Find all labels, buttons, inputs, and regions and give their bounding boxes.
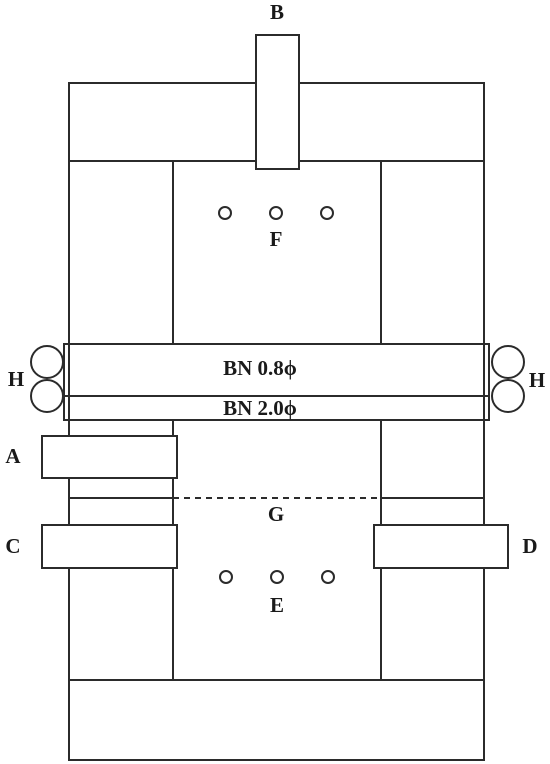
hole-e-1 — [219, 570, 233, 584]
component-c-block — [41, 524, 178, 569]
label-b: B — [270, 0, 284, 24]
bn-band — [63, 343, 490, 421]
label-d: D — [522, 534, 537, 558]
roller-h-right-bottom — [491, 379, 525, 413]
roller-h-left-bottom — [30, 379, 64, 413]
label-e: E — [270, 593, 284, 617]
roller-h-left-top — [30, 345, 64, 379]
label-g: G — [268, 502, 284, 526]
label-h-left: H — [8, 367, 24, 391]
bn-lower-layer-label: BN 2.0ϕ — [223, 396, 297, 420]
bn-upper-layer-label: BN 0.8ϕ — [223, 356, 297, 380]
hole-f-3 — [320, 206, 334, 220]
component-b-rod — [255, 34, 300, 170]
label-a: A — [5, 444, 21, 468]
roller-h-right-top — [491, 345, 525, 379]
label-f: F — [270, 227, 283, 251]
hole-f-1 — [218, 206, 232, 220]
component-d-block — [373, 524, 509, 569]
outer-frame — [68, 82, 485, 761]
hole-e-3 — [321, 570, 335, 584]
hole-e-2 — [270, 570, 284, 584]
component-a-block — [41, 435, 178, 479]
label-h-right: H — [529, 368, 545, 392]
label-c: C — [5, 534, 20, 558]
hole-f-2 — [269, 206, 283, 220]
